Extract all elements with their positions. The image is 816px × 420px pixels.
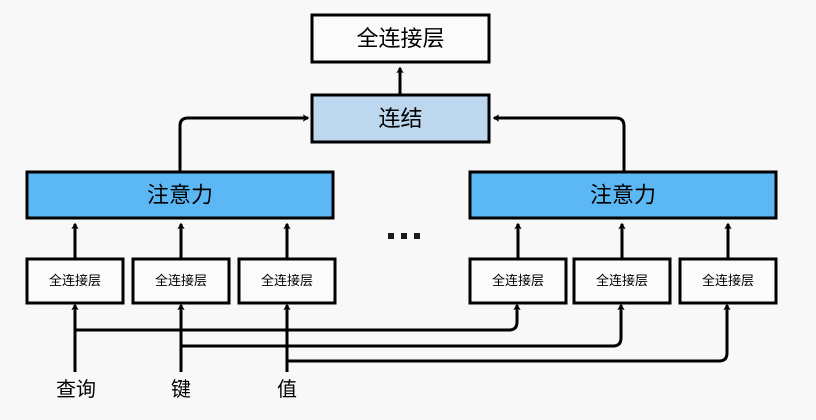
node-dense-k-left: 全连接层 <box>131 257 231 305</box>
input-label-key: 键 <box>171 377 191 401</box>
edge-left-attention-to-concat <box>178 114 310 172</box>
output-dense-label: 全连接层 <box>356 27 444 52</box>
concat-box <box>310 93 491 144</box>
dense-k-left-label: 全连接层 <box>155 273 207 289</box>
input-label-query: 查询 <box>56 377 96 401</box>
node-dense-k-right: 全连接层 <box>572 257 672 305</box>
output-dense-box <box>310 13 491 64</box>
dense-v-right-box <box>678 257 778 305</box>
edge-value-bus-to-dense-v-right <box>287 303 731 363</box>
dense-v-left-label: 全连接层 <box>261 273 313 289</box>
concat-label: 连结 <box>378 107 422 132</box>
node-dense-q-right: 全连接层 <box>468 257 568 305</box>
node-concat: 连结 <box>310 93 491 144</box>
node-dense-v-left: 全连接层 <box>237 257 337 305</box>
dense-q-right-box <box>468 257 568 305</box>
input-label-value: 值 <box>277 377 297 401</box>
attention-left-box <box>25 170 335 220</box>
attention-right-box <box>468 170 778 220</box>
dense-k-left-box <box>131 257 231 305</box>
dense-k-right-label: 全连接层 <box>596 273 648 289</box>
node-output-dense: 全连接层 <box>310 13 491 64</box>
dense-q-left-box <box>25 257 125 305</box>
edge-query-bus-to-dense-q-right <box>75 303 521 332</box>
edge-right-attention-to-concat <box>492 114 626 172</box>
node-attention-left: 注意力 <box>25 170 335 220</box>
dense-v-right-label: 全连接层 <box>702 273 754 289</box>
attention-right-label: 注意力 <box>590 184 656 209</box>
dense-q-left-label: 全连接层 <box>49 273 101 289</box>
edge-key-bus-to-dense-k-right <box>181 303 625 348</box>
ellipsis-icon <box>388 233 420 239</box>
dense-k-right-box <box>572 257 672 305</box>
attention-left-label: 注意力 <box>147 184 213 209</box>
dense-v-left-box <box>237 257 337 305</box>
node-attention-right: 注意力 <box>468 170 778 220</box>
node-dense-v-right: 全连接层 <box>678 257 778 305</box>
dense-q-right-label: 全连接层 <box>492 273 544 289</box>
node-dense-q-left: 全连接层 <box>25 257 125 305</box>
